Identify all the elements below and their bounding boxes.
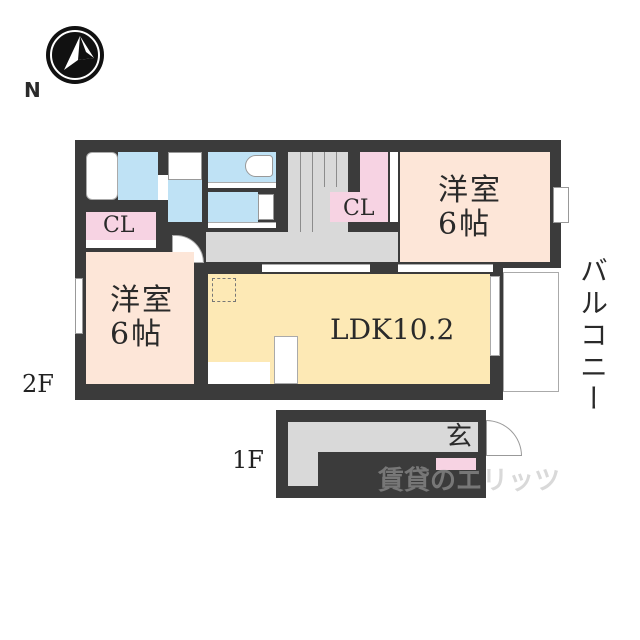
- closet-west: [86, 212, 156, 240]
- toilet-2-door[interactable]: [208, 222, 276, 228]
- toilet-2: [208, 192, 258, 222]
- watermark: 賃貸のエリッツ: [378, 466, 561, 496]
- entrance-label: 玄: [446, 422, 473, 452]
- floor-label-1f: 1F: [232, 446, 264, 474]
- closet-north-upper: [360, 152, 388, 192]
- ventilation-icon: [212, 278, 236, 302]
- compass: [42, 22, 108, 88]
- western-room-west-name: 洋室: [110, 283, 174, 318]
- western-room-north-name: 洋室: [438, 173, 502, 208]
- western-room-north[interactable]: [400, 152, 550, 262]
- stairs-1f[interactable]: [288, 422, 478, 452]
- north-arrow-icon: [46, 26, 104, 84]
- washroom-door[interactable]: [158, 175, 168, 200]
- closet-west-door[interactable]: [86, 240, 156, 248]
- ldk-label: LDK10.2: [330, 313, 455, 346]
- window-east[interactable]: [553, 187, 569, 223]
- kitchen-counter: [208, 362, 270, 384]
- ldk-balcony-window[interactable]: [490, 276, 500, 356]
- bathroom: [118, 152, 158, 200]
- stair-landing-1f: [288, 452, 318, 486]
- entrance-door[interactable]: [486, 420, 522, 456]
- ldk-north-window[interactable]: [262, 264, 370, 272]
- closet-north: [330, 192, 388, 222]
- washroom: [168, 180, 202, 222]
- washer-space: [168, 152, 202, 180]
- western-room-west-size: 6帖: [110, 317, 164, 352]
- closet-north-door[interactable]: [390, 152, 398, 222]
- sink-fixture: [258, 194, 274, 220]
- ldk-north-window-2[interactable]: [398, 264, 493, 272]
- toilet-fixture: [245, 155, 273, 177]
- closet-north-label: CL: [343, 196, 375, 221]
- western-room-north-size: 6帖: [438, 207, 492, 242]
- toilet-door[interactable]: [208, 182, 276, 188]
- compass-north-label: N: [24, 78, 41, 102]
- floor-label-2f: 2F: [22, 370, 54, 398]
- western-room-west[interactable]: [86, 252, 194, 384]
- balcony[interactable]: [503, 272, 559, 392]
- window-west[interactable]: [75, 278, 83, 334]
- closet-west-label: CL: [103, 213, 135, 238]
- hallway[interactable]: [206, 232, 398, 262]
- kitchen-wall: [274, 336, 298, 384]
- bathtub: [86, 152, 118, 200]
- balcony-label: バルコニー: [576, 256, 609, 416]
- shoe-closet: [436, 458, 476, 470]
